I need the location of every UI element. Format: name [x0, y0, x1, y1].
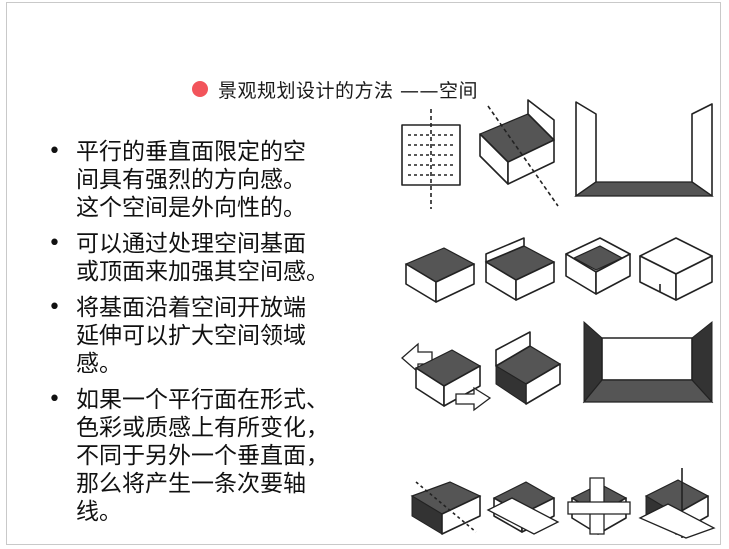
channel-cross-axis-sketch-2 — [638, 468, 716, 539]
bullet-line: 这个空间是外向性的。 — [76, 195, 306, 221]
channel-cross-axis-sketch — [567, 477, 631, 535]
slide-title: 景观规划设计的方法 ——空间 — [218, 79, 479, 102]
bullet-line: 如果一个平行面在形式、 — [76, 387, 329, 413]
channel-secondary-axis-sketch-2 — [486, 481, 560, 535]
plan-sketch-directional-arrows — [401, 109, 461, 209]
bullet-line: 线。 — [76, 499, 122, 525]
bullet-line: 将基面沿着空间开放端 — [76, 295, 306, 321]
bullet-item: • 平行的垂直面限定的空 间具有强烈的方向感。 这个空间是外向性的。 — [46, 138, 376, 222]
bullet-line: 感。 — [76, 351, 122, 377]
channel-box-sketch-1 — [404, 247, 476, 303]
channel-box-axis-sketch — [478, 99, 559, 207]
channel-box-sketch-3 — [565, 237, 631, 295]
bullet-line: 平行的垂直面限定的空 — [76, 139, 306, 165]
bullet-item: • 如果一个平行面在形式、 色彩或质感上有所变化， 不同于另外一个垂直面， 那么… — [46, 386, 376, 526]
channel-box-sketch-2 — [484, 237, 556, 301]
bullet-line: 间具有强烈的方向感。 — [76, 167, 306, 193]
channel-arrows-sketch — [401, 342, 492, 412]
channel-secondary-axis-sketch-1 — [410, 481, 482, 535]
bullet-dot: • — [48, 231, 61, 256]
bullet-dot: • — [48, 295, 61, 320]
bullet-line: 不同于另外一个垂直面， — [76, 443, 329, 469]
slide-frame — [6, 2, 721, 545]
title-bullet-dot — [192, 81, 208, 97]
slide-title-row: 景观规划设计的方法 ——空间 — [192, 74, 478, 104]
bullet-line: 或顶面来加强其空间感。 — [76, 259, 329, 285]
bullet-item: • 可以通过处理空间基面 或顶面来加强其空间感。 — [46, 230, 376, 286]
bullet-dot: • — [48, 139, 61, 164]
bullet-item: • 将基面沿着空间开放端 延伸可以扩大空间领域 感。 — [46, 294, 376, 378]
perspective-room-sketch — [582, 320, 714, 404]
perspective-corridor-sketch — [574, 101, 714, 197]
bullet-line: 色彩或质感上有所变化， — [76, 415, 329, 441]
bullet-line: 可以通过处理空间基面 — [76, 231, 306, 257]
channel-extended-base-sketch — [494, 331, 562, 405]
bullet-line: 那么将产生一条次要轴 — [76, 471, 306, 497]
bullet-dot: • — [48, 387, 61, 412]
bullet-line: 延伸可以扩大空间领域 — [76, 323, 306, 349]
bullet-list: • 平行的垂直面限定的空 间具有强烈的方向感。 这个空间是外向性的。 • 可以通… — [46, 138, 376, 534]
closed-box-sketch — [639, 237, 713, 301]
